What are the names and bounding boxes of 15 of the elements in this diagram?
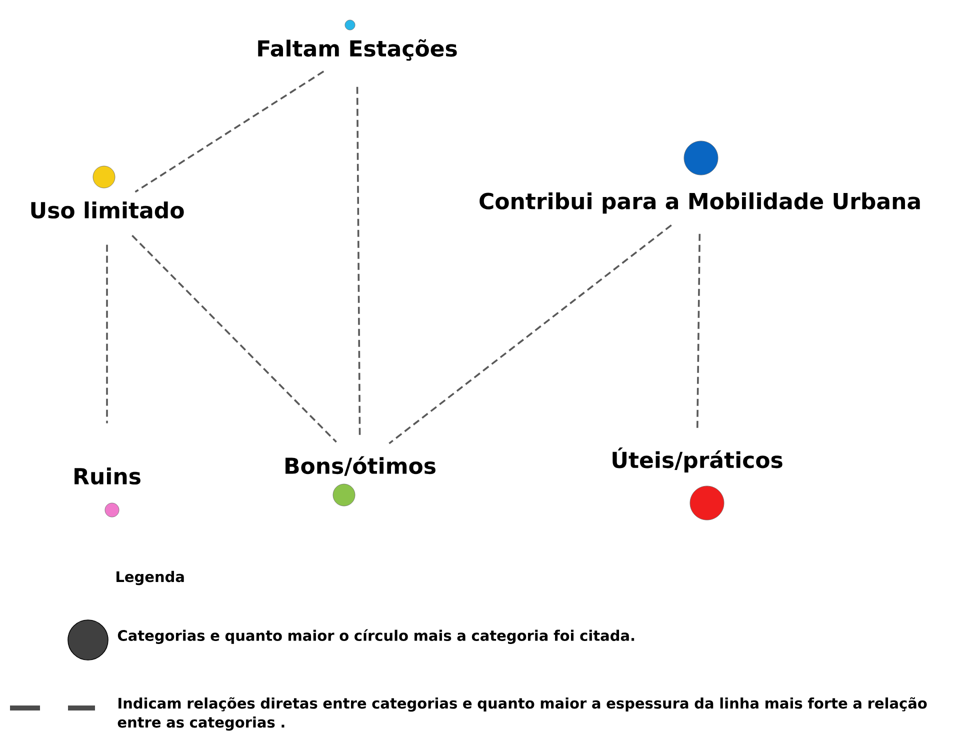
category-label: Uso limitado bbox=[31, 202, 184, 219]
category-label: Ruins bbox=[74, 468, 140, 485]
category-label: Úteis/práticos bbox=[612, 448, 782, 472]
category-label: Faltam Estações bbox=[258, 39, 457, 61]
category-label: Contribui para a Mobilidade Urbana bbox=[480, 192, 920, 214]
dashed-line bbox=[388, 224, 672, 444]
dashed-line bbox=[134, 70, 324, 193]
dashed-line bbox=[356, 86, 361, 438]
legend-text: Indicam relações diretas entre categorias e quanto maior a espessura da linha mais forte a relação entre as categorias . bbox=[118, 697, 927, 731]
category-label: Bons/ótimos bbox=[286, 456, 436, 476]
legend-title: Legenda bbox=[116, 570, 184, 586]
dashed-line bbox=[132, 234, 337, 443]
dashed-line bbox=[696, 234, 701, 430]
legend-text: Categorias e quanto maior o círculo mais a categoria foi citada. bbox=[118, 629, 634, 644]
dashed-line bbox=[106, 244, 108, 424]
